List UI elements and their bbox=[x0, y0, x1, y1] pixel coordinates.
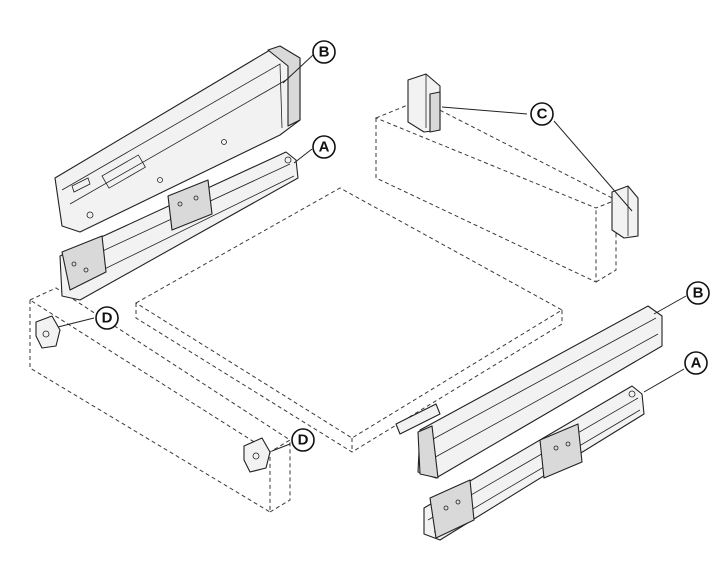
callout-label: C bbox=[537, 106, 548, 123]
callout-label: D bbox=[102, 310, 113, 327]
callout-a-top: A bbox=[312, 135, 336, 159]
callout-label: A bbox=[691, 355, 702, 372]
front-panel bbox=[28, 287, 291, 513]
front-fitting-d-bottom bbox=[243, 437, 271, 473]
side-panel-b-right bbox=[417, 305, 663, 479]
callout-a-right: A bbox=[684, 351, 708, 375]
callout-label: D bbox=[298, 432, 309, 449]
callout-d-left: D bbox=[95, 306, 119, 330]
callout-label: B bbox=[319, 44, 330, 61]
drawer-bottom-panel bbox=[135, 187, 563, 453]
front-fitting-d-left bbox=[35, 315, 61, 349]
back-bracket-c-left bbox=[407, 73, 441, 133]
callout-label: A bbox=[319, 139, 330, 156]
callout-label: B bbox=[693, 285, 704, 302]
side-panel-b-top bbox=[54, 45, 301, 233]
callout-c: C bbox=[530, 102, 554, 126]
rear-clip bbox=[395, 403, 441, 435]
back-bracket-c-right bbox=[611, 185, 639, 239]
back-panel bbox=[374, 99, 618, 283]
callout-d-bottom: D bbox=[291, 428, 315, 452]
runner-a-right bbox=[423, 385, 645, 541]
callout-b-top: B bbox=[312, 40, 336, 64]
runner-a-top bbox=[59, 151, 299, 301]
callout-b-right: B bbox=[686, 281, 710, 305]
leader-lines bbox=[57, 54, 687, 452]
